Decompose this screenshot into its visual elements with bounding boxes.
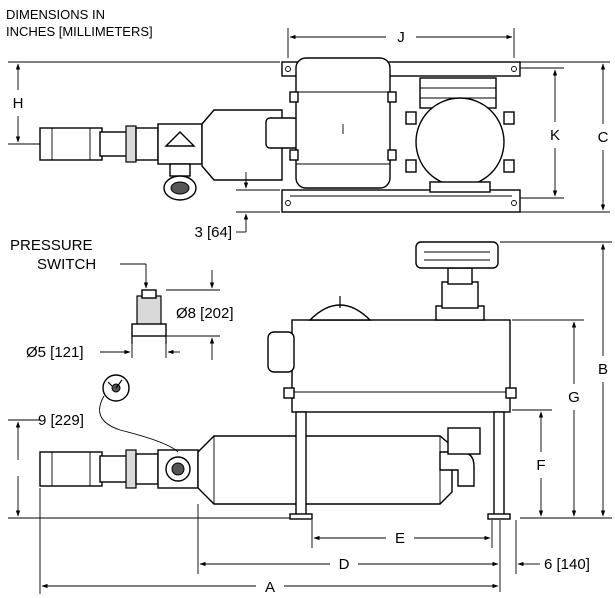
dim-label-C: C <box>598 129 609 146</box>
pressure-switch-label-line1: PRESSURE <box>10 237 93 254</box>
side-view <box>39 241 517 520</box>
dim-label-B: B <box>598 361 608 378</box>
pressure-gauge-icon <box>99 374 179 453</box>
top-view <box>39 57 521 213</box>
dim-label-F: F <box>536 457 545 474</box>
dim-label-D: D <box>339 556 350 573</box>
dimension-lines <box>8 28 612 594</box>
dim-label-K: K <box>550 127 560 144</box>
dim-label-dia8-202: Ø8 [202] <box>176 305 234 322</box>
dim-label-J: J <box>397 29 405 46</box>
dim-label-9-229: 9 [229] <box>38 412 84 429</box>
dim-label-G: G <box>568 389 580 406</box>
dim-label-3-64: 3 [64] <box>194 224 232 241</box>
pressure-switch-detail <box>131 289 167 344</box>
dim-label-E: E <box>395 530 405 547</box>
pressure-switch-label-line2: SWITCH <box>37 256 96 273</box>
dim-label-H: H <box>13 95 24 112</box>
units-note-line2: INCHES [MILLIMETERS] <box>6 24 153 39</box>
dim-label-A: A <box>265 579 275 596</box>
units-note-line1: DIMENSIONS IN <box>6 7 105 22</box>
dim-label-6-140: 6 [140] <box>544 556 590 573</box>
dim-label-dia5-121: Ø5 [121] <box>26 344 84 361</box>
